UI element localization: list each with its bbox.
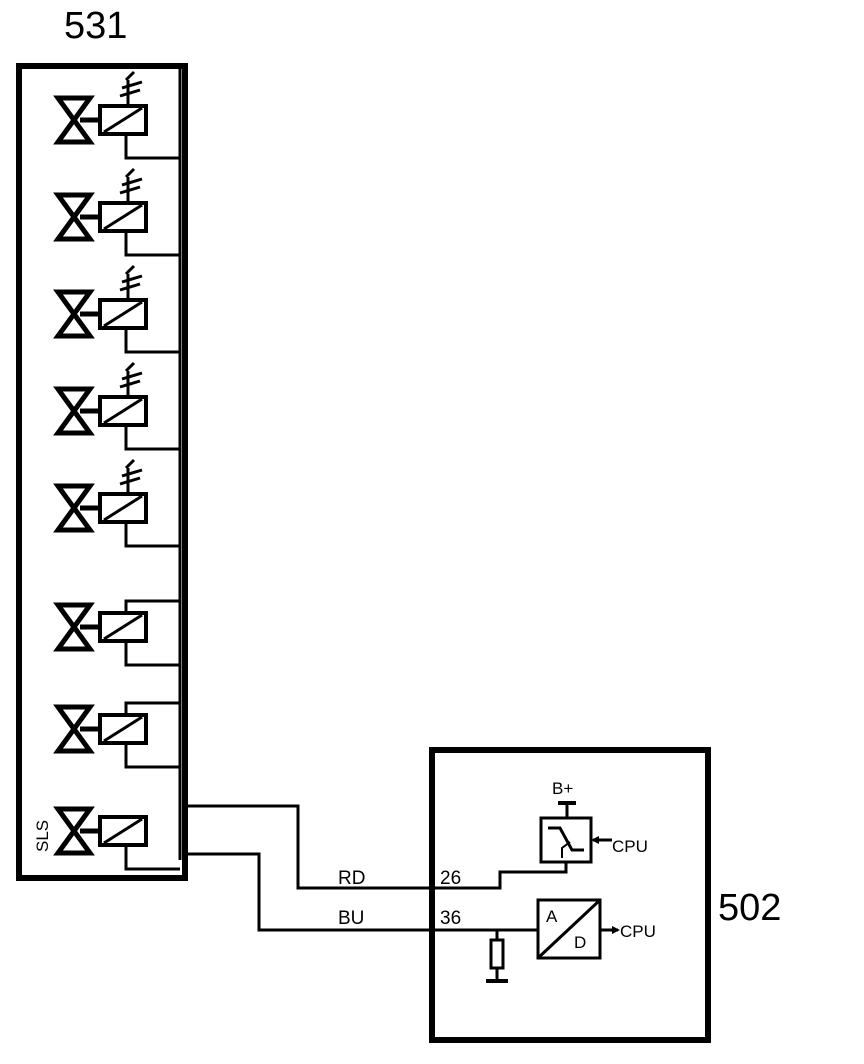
coil-diagonal xyxy=(103,106,143,134)
wire-rd xyxy=(184,804,568,890)
valve-bus-connection xyxy=(124,425,180,451)
sls-label: SLS xyxy=(33,820,52,852)
spring-return-icon xyxy=(119,361,143,397)
wire-bu-label: BU xyxy=(338,908,364,929)
solenoid-coil-icon xyxy=(98,298,148,330)
pin-36-label: 36 xyxy=(440,908,461,929)
bplus-label: B+ xyxy=(552,779,573,798)
solenoid-valve xyxy=(53,599,180,667)
valve-bowtie-icon xyxy=(53,483,95,533)
valve-bus-connection-top xyxy=(124,599,180,613)
block-531-label: 531 xyxy=(64,5,127,47)
valve-bowtie-icon xyxy=(53,806,95,856)
pin-26-label: 26 xyxy=(440,868,461,889)
valve-bus-connection xyxy=(124,641,180,667)
solenoid-valve xyxy=(53,458,180,548)
solenoid-valve xyxy=(53,167,180,257)
adc-cpu-label: CPU xyxy=(620,922,656,941)
resistor-icon xyxy=(489,938,505,970)
valve-bus-connection xyxy=(124,743,180,769)
solenoid-valve xyxy=(53,701,180,769)
valve-bus-connection xyxy=(124,134,180,160)
wire-rd-label: RD xyxy=(338,868,365,889)
switch-box xyxy=(539,816,593,864)
solenoid-valve xyxy=(53,70,180,160)
block-502-label: 502 xyxy=(718,887,781,929)
solenoid-valve xyxy=(53,361,180,451)
valve-bowtie-icon xyxy=(53,602,95,652)
coil-diagonal xyxy=(103,397,143,425)
solenoid-coil-icon xyxy=(98,815,148,847)
spring-return-icon xyxy=(119,458,143,494)
valve-bus-connection xyxy=(124,328,180,354)
coil-diagonal xyxy=(103,817,143,845)
adc-box: A D xyxy=(536,898,602,960)
spring-return-icon xyxy=(119,167,143,203)
valve-bus-connection xyxy=(124,231,180,257)
spring-return-icon xyxy=(119,70,143,106)
solenoid-valve xyxy=(53,264,180,354)
switch-cpu-label: CPU xyxy=(612,837,648,856)
wire-bu xyxy=(184,852,538,932)
block-502-frame xyxy=(429,747,711,1043)
solenoid-valve-group xyxy=(53,70,180,871)
valve-bus-connection-top xyxy=(124,701,180,715)
valve-bus-connection xyxy=(124,522,180,548)
valve-bus-connection xyxy=(124,845,180,871)
switch-symbol-icon xyxy=(548,826,584,852)
adc-a-label: A xyxy=(546,907,558,926)
solenoid-valve xyxy=(53,806,180,871)
spring-return-icon xyxy=(119,264,143,300)
adc-d-label: D xyxy=(574,933,586,952)
coil-diagonal xyxy=(103,494,143,522)
coil-diagonal xyxy=(103,715,143,743)
block-531-frame xyxy=(16,63,188,881)
coil-diagonal xyxy=(103,613,143,641)
valve-bowtie-icon xyxy=(53,704,95,754)
coil-diagonal xyxy=(103,300,143,328)
valve-bowtie-icon xyxy=(53,192,95,242)
valve-bowtie-icon xyxy=(53,386,95,436)
coil-diagonal xyxy=(103,203,143,231)
valve-bowtie-icon xyxy=(53,289,95,339)
valve-bowtie-icon xyxy=(53,95,95,145)
